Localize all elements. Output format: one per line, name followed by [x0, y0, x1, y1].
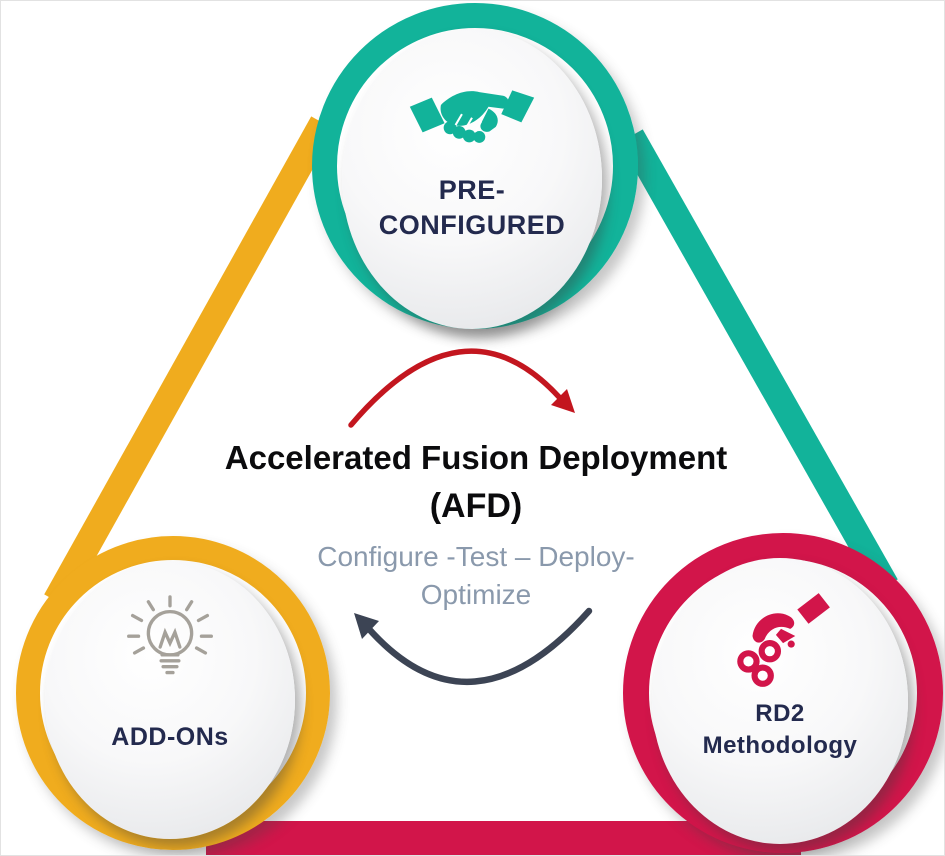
hand-seeding-icon — [737, 593, 830, 687]
diagram-subtitle-line2: Optimize — [420, 579, 532, 610]
clockwise-arrow — [348, 348, 562, 428]
diagram-title-line1: Accelerated Fusion Deployment — [224, 439, 728, 476]
diagram-title-line2: (AFD) — [429, 487, 523, 525]
node-rd2-methodology-face: RD2 Methodology — [652, 558, 908, 844]
edge-right-teal — [619, 129, 898, 593]
counter-clockwise-arrowhead-icon — [354, 613, 379, 639]
node-pre-configured-label: PRE- CONFIGURED — [378, 175, 566, 241]
diagram-subtitle-line1: Configure -Test – Deploy- — [317, 541, 635, 572]
clockwise-arrowhead-icon — [551, 389, 575, 413]
edge-left-yellow — [44, 116, 335, 608]
node-rd2-methodology-label: RD2 Methodology — [702, 700, 858, 760]
handshake-icon — [409, 90, 535, 143]
node-add-ons-face: ADD-ONs — [45, 561, 295, 839]
node-pre-configured-face: PRE- CONFIGURED — [342, 29, 602, 329]
counter-clockwise-arrow — [365, 607, 593, 685]
lightbulb-icon — [127, 595, 213, 675]
node-add-ons-label: ADD-ONs — [111, 723, 229, 751]
